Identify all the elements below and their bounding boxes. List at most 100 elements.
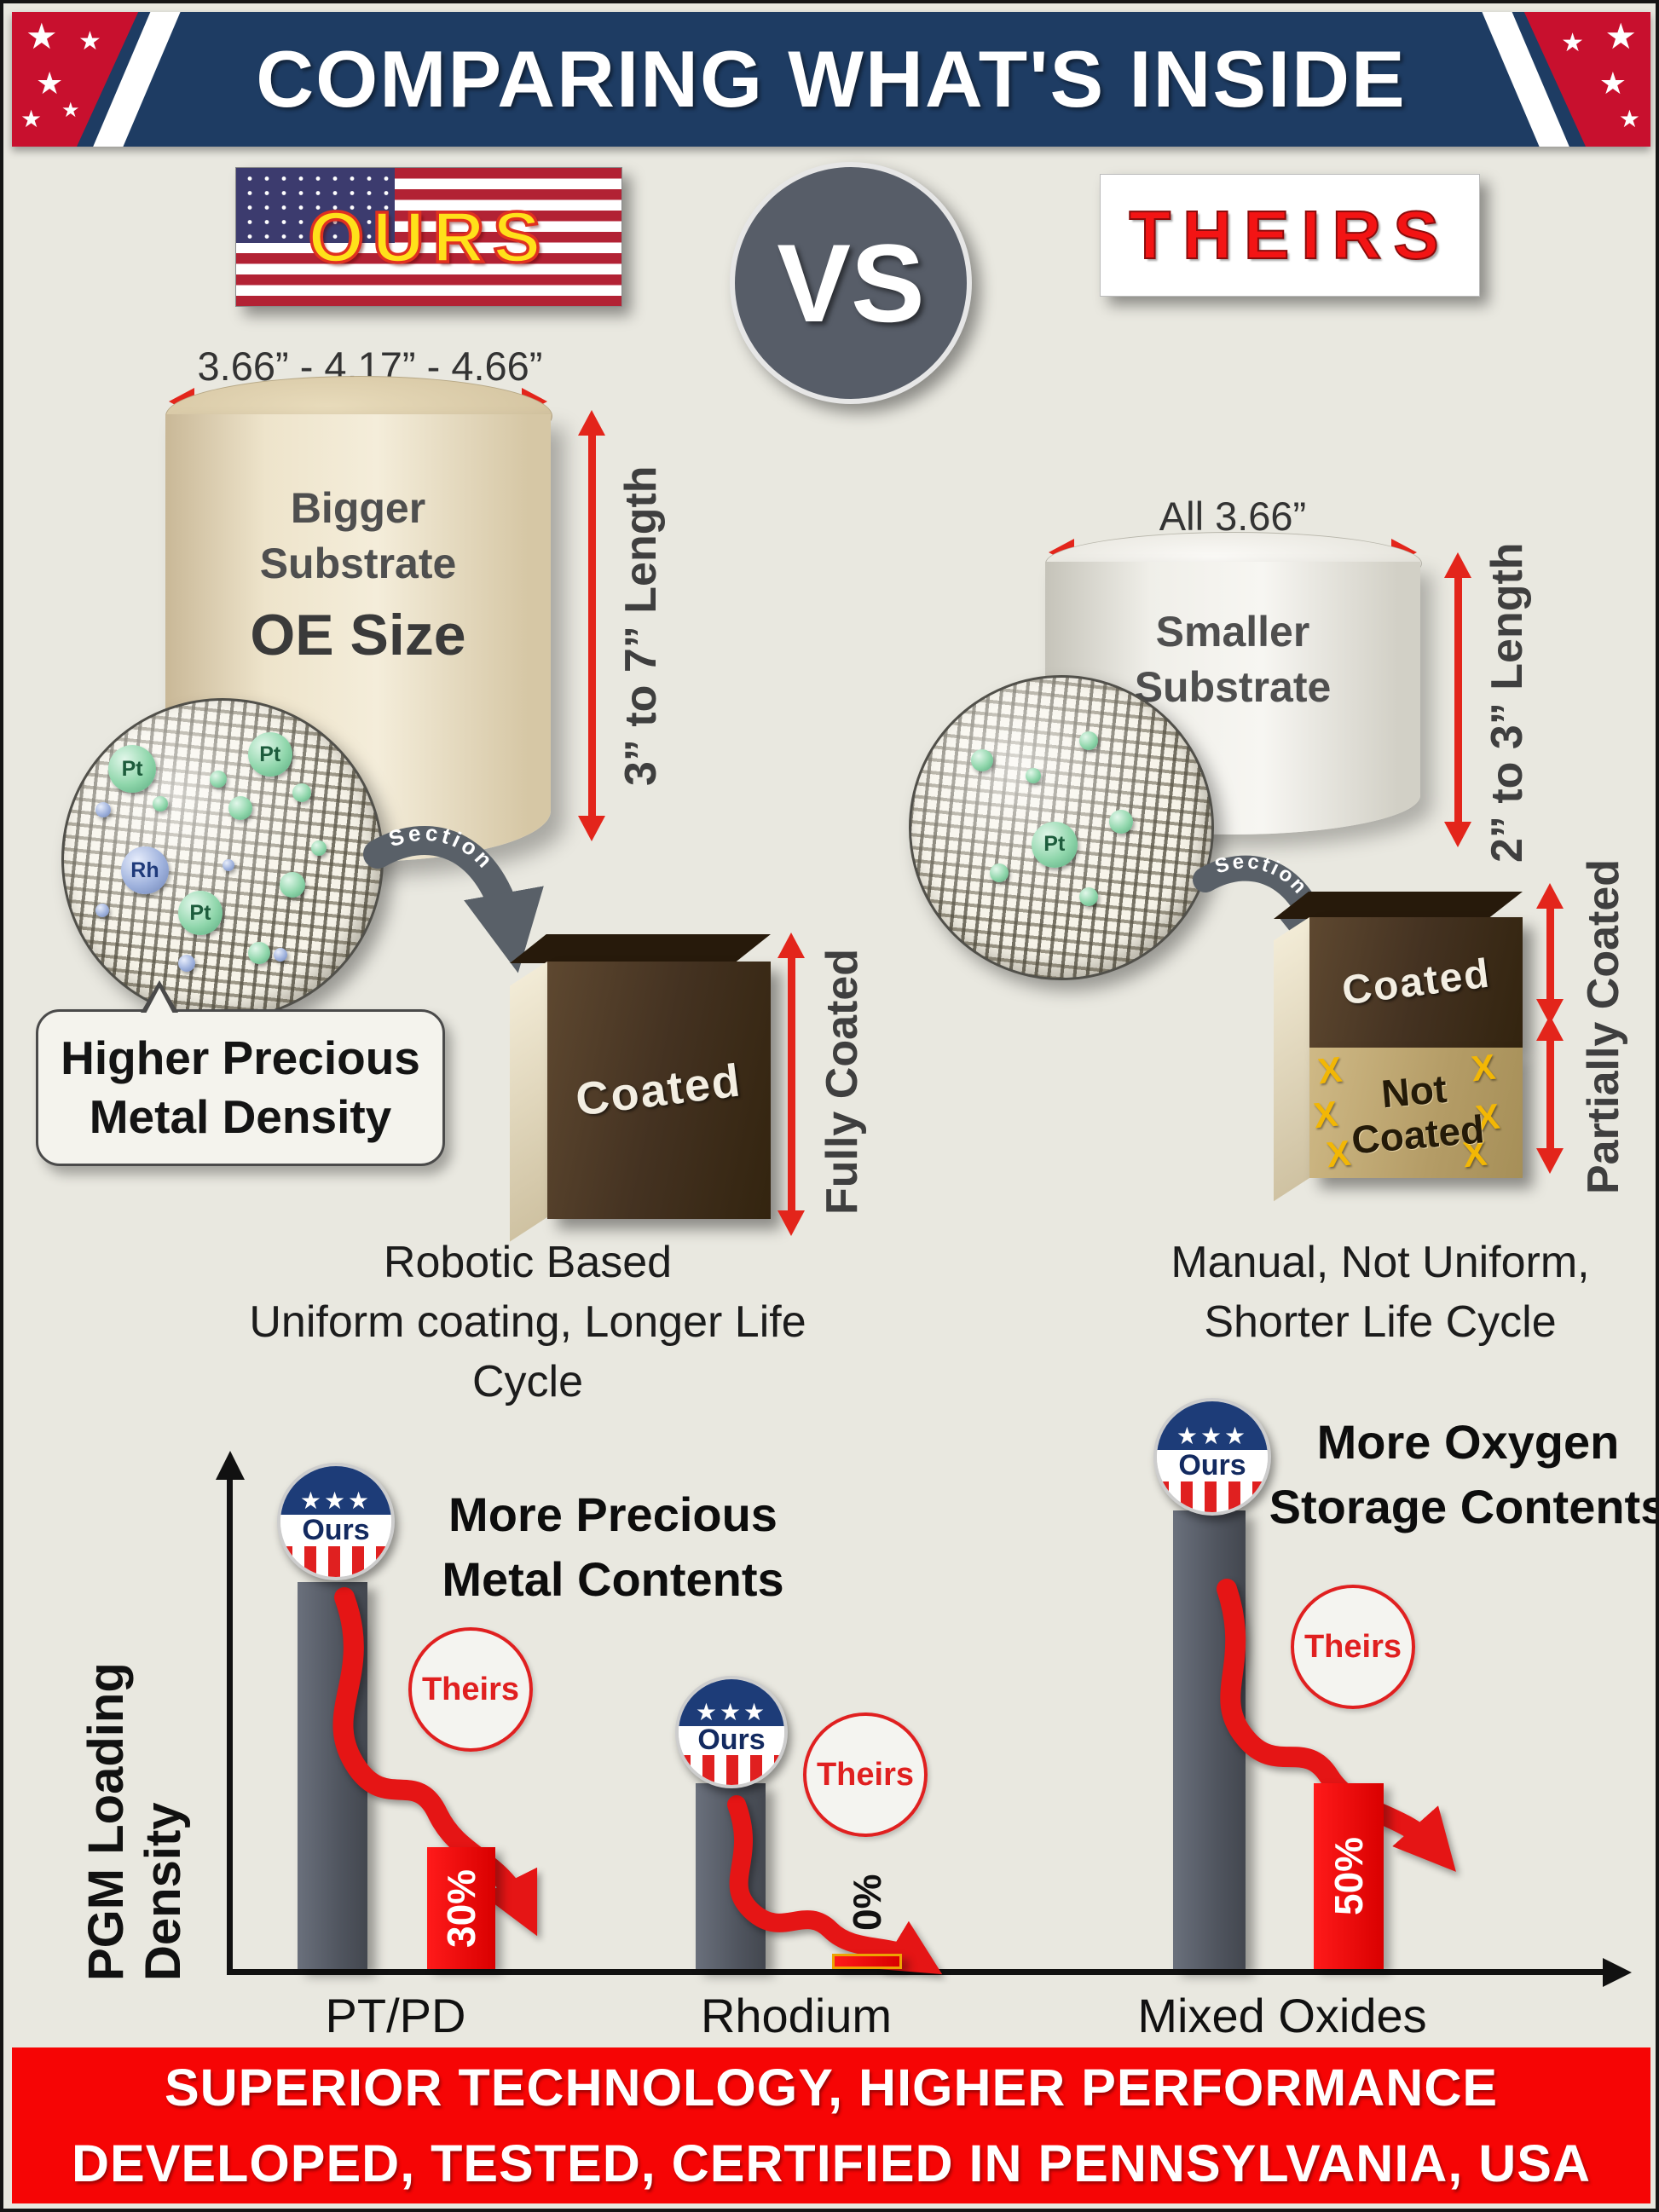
- trend-arrow-rhodium: [727, 1795, 943, 1975]
- star-icon: ★: [36, 66, 64, 101]
- particle: [989, 863, 1009, 883]
- y-axis: [227, 1480, 233, 1974]
- callout-line: Metal Density: [89, 1090, 392, 1143]
- category-label-ptpd: PT/PD: [325, 1989, 466, 2042]
- particle: [1025, 767, 1041, 783]
- theirs-circle-label: Theirs: [1304, 1628, 1402, 1665]
- bar-theirs-ptpd: 30%: [427, 1847, 495, 1969]
- partially-coated-block: Coated X X X X X X Not Coated: [1263, 881, 1532, 1202]
- theirs-cylinder-text: Smaller Substrate: [1045, 604, 1420, 715]
- x-mark-icon: X: [1311, 1093, 1340, 1136]
- particle: [95, 904, 110, 918]
- theirs-value-label: 50%: [1327, 1836, 1371, 1916]
- page-title: COMPARING WHAT'S INSIDE: [256, 34, 1407, 124]
- caption-line: Robotic Based: [383, 1238, 673, 1287]
- x-mark-icon: X: [1315, 1048, 1344, 1092]
- badge-label: Ours: [1157, 1449, 1268, 1481]
- star-icon: ★: [1618, 106, 1640, 132]
- annotation-line: Metal Contents: [442, 1551, 784, 1606]
- substrate-line: Substrate: [259, 540, 457, 587]
- not-coated-zone-arrow: [1536, 1015, 1564, 1174]
- vs-badge: VS: [730, 162, 972, 404]
- caption-line: Uniform coating, Longer Life Cycle: [249, 1297, 806, 1407]
- theirs-label: THEIRS: [1128, 196, 1451, 274]
- ours-label: OURS: [307, 195, 550, 279]
- theirs-mesh-magnifier: Pt: [909, 675, 1214, 980]
- block-not-coated-face: X X X X X X Not Coated: [1309, 1047, 1523, 1178]
- not-coated-label: Not Coated: [1346, 1064, 1486, 1162]
- particle: [210, 770, 228, 788]
- star-icon: ★: [1561, 29, 1584, 57]
- particle: [1109, 809, 1134, 834]
- y-axis-arrowhead: [216, 1451, 245, 1480]
- annotation-oxygen-storage: More Oxygen Storage Contents: [1263, 1410, 1656, 1539]
- footer-line: SUPERIOR TECHNOLOGY, HIGHER PERFORMANCE: [164, 2059, 1499, 2117]
- x-axis-arrowhead: [1603, 1958, 1632, 1987]
- footer-line: DEVELOPED, TESTED, CERTIFIED IN PENNSYLV…: [71, 2134, 1592, 2192]
- star-icon: ★: [78, 27, 101, 55]
- partially-coated-label: Partially Coated: [1579, 858, 1628, 1194]
- particle: [279, 871, 305, 898]
- substrate-line: Substrate: [1134, 663, 1332, 711]
- badge-label: Ours: [679, 1724, 784, 1756]
- theirs-length-label: 2” to 3” Length: [1483, 542, 1532, 863]
- x-mark-icon: X: [1324, 1132, 1353, 1175]
- rh-particle: Rh: [120, 846, 169, 895]
- caption-line: Shorter Life Cycle: [1204, 1297, 1557, 1348]
- pt-particle: Pt: [108, 745, 157, 794]
- flag-canton-stars-icon: [236, 168, 395, 243]
- theirs-value-label: 0%: [845, 1874, 889, 1931]
- ours-mesh-magnifier: Pt Pt Rh Pt: [61, 698, 384, 1020]
- precious-metal-callout: Higher Precious Metal Density: [36, 980, 445, 1166]
- footer-banner: SUPERIOR TECHNOLOGY, HIGHER PERFORMANCE …: [12, 2047, 1650, 2203]
- theirs-caption: Manual, Not Uniform, Shorter Life Cycle: [1107, 1233, 1653, 1352]
- coated-label: Coated: [573, 1054, 745, 1126]
- particle: [311, 840, 327, 856]
- ours-badge: ★★★ Ours: [277, 1463, 395, 1580]
- ours-section-arrow: Section: [363, 820, 544, 973]
- star-icon: ★: [1598, 66, 1627, 101]
- star-icon: ★: [61, 99, 80, 122]
- ours-caption: Robotic Based Uniform coating, Longer Li…: [195, 1233, 860, 1412]
- ours-badge: ★★★ Ours: [1153, 1398, 1271, 1516]
- particle: [153, 795, 169, 811]
- badge-label: Ours: [280, 1514, 391, 1546]
- theirs-value-label: 30%: [439, 1868, 483, 1948]
- particle: [228, 795, 253, 820]
- callout-line: Higher Precious: [61, 1031, 420, 1085]
- pt-particle: Pt: [247, 732, 292, 777]
- fully-coated-arrow: [777, 933, 805, 1236]
- y-axis-label: PGM Loading Density: [78, 1662, 191, 1981]
- theirs-box: THEIRS: [1100, 174, 1480, 297]
- badge-stars-icon: ★★★: [679, 1679, 784, 1726]
- bar-theirs-mixed-oxides: 50%: [1314, 1783, 1384, 1969]
- star-icon: ★: [1604, 16, 1637, 56]
- pt-particle: Pt: [177, 891, 223, 936]
- block-side-face: [510, 962, 547, 1242]
- caption-line: Manual, Not Uniform,: [1171, 1238, 1590, 1287]
- ours-cylinder-text: Bigger Substrate OE Size: [165, 481, 551, 668]
- star-icon: ★: [20, 106, 43, 132]
- annotation-line: More Precious: [448, 1487, 777, 1541]
- substrate-line: Smaller: [1155, 608, 1310, 656]
- oe-size-label: OE Size: [250, 603, 466, 667]
- annotation-line: More Oxygen: [1316, 1415, 1620, 1469]
- theirs-circle: Theirs: [408, 1627, 533, 1752]
- badge-stripes-icon: [280, 1545, 391, 1577]
- fully-coated-label: Fully Coated: [818, 948, 867, 1216]
- particle: [95, 802, 112, 818]
- bar-theirs-rhodium: [832, 1954, 902, 1969]
- badge-stripes-icon: [1157, 1481, 1268, 1512]
- theirs-circle-label: Theirs: [816, 1756, 915, 1793]
- ours-length-arrow: [578, 410, 605, 841]
- annotation-precious-metal: More Precious Metal Contents: [413, 1482, 813, 1611]
- substrate-line: Bigger: [290, 484, 426, 532]
- header-banner: ★ ★ ★ ★ ★ ★ ★ ★ ★ COMPARING WHAT'S INSID…: [12, 12, 1650, 147]
- badge-stripes-icon: [679, 1755, 784, 1785]
- star-icon: ★: [26, 16, 58, 56]
- theirs-circle: Theirs: [1291, 1585, 1415, 1709]
- block-coated-face: Coated: [1309, 917, 1523, 1048]
- particle: [1079, 731, 1099, 751]
- ours-badge: ★★★ Ours: [675, 1676, 788, 1788]
- fully-coated-block: Coated: [496, 922, 777, 1242]
